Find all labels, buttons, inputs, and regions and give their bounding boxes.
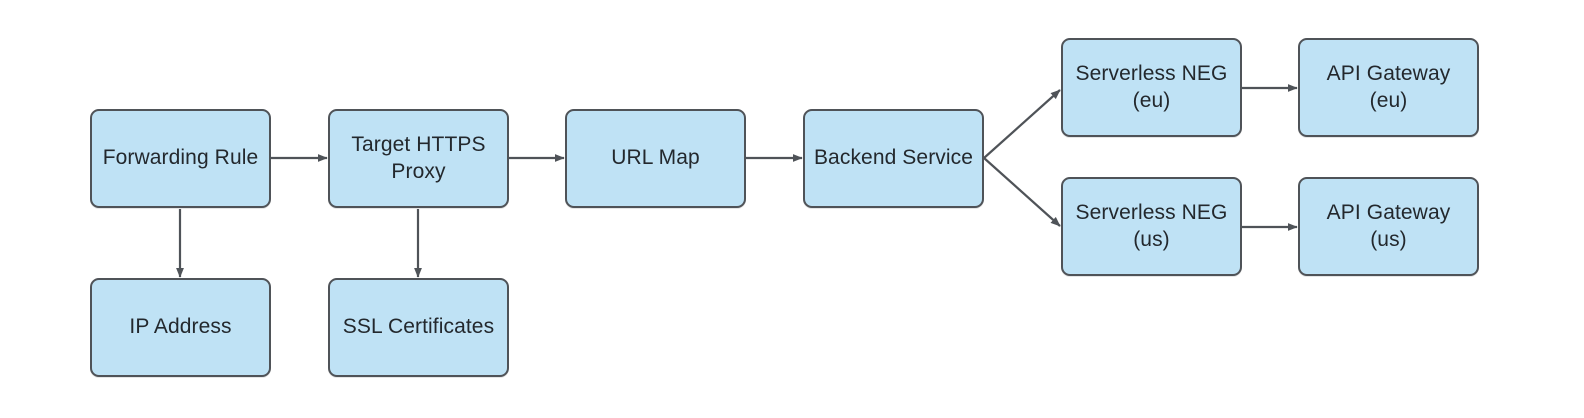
- node-label-ip-address: IP Address: [129, 315, 232, 339]
- edge-backend-service-to-serverless-neg-eu: [983, 89, 1061, 159]
- node-label-serverless-neg-us: Serverless NEG (us): [1075, 200, 1228, 251]
- edge-backend-service-to-serverless-neg-us: [983, 157, 1061, 227]
- node-target-https-proxy[interactable]: Target HTTPS Proxy: [328, 109, 509, 208]
- node-serverless-neg-eu[interactable]: Serverless NEG (eu): [1061, 38, 1242, 137]
- node-url-map[interactable]: URL Map: [565, 109, 746, 208]
- node-backend-service[interactable]: Backend Service: [803, 109, 984, 208]
- node-label-api-gateway-us: API Gateway (us): [1326, 200, 1451, 251]
- node-forwarding-rule[interactable]: Forwarding Rule: [90, 109, 271, 208]
- node-label-ssl-certificates: SSL Certificates: [342, 315, 495, 339]
- node-label-forwarding-rule: Forwarding Rule: [102, 146, 259, 170]
- node-ip-address[interactable]: IP Address: [90, 278, 271, 377]
- node-api-gateway-us[interactable]: API Gateway (us): [1298, 177, 1479, 276]
- node-label-api-gateway-eu: API Gateway (eu): [1326, 61, 1451, 112]
- node-serverless-neg-us[interactable]: Serverless NEG (us): [1061, 177, 1242, 276]
- node-label-target-https-proxy: Target HTTPS Proxy: [351, 132, 486, 183]
- node-label-url-map: URL Map: [611, 146, 700, 170]
- node-ssl-certificates[interactable]: SSL Certificates: [328, 278, 509, 377]
- node-label-serverless-neg-eu: Serverless NEG (eu): [1075, 61, 1228, 112]
- node-label-backend-service: Backend Service: [813, 146, 974, 170]
- node-api-gateway-eu[interactable]: API Gateway (eu): [1298, 38, 1479, 137]
